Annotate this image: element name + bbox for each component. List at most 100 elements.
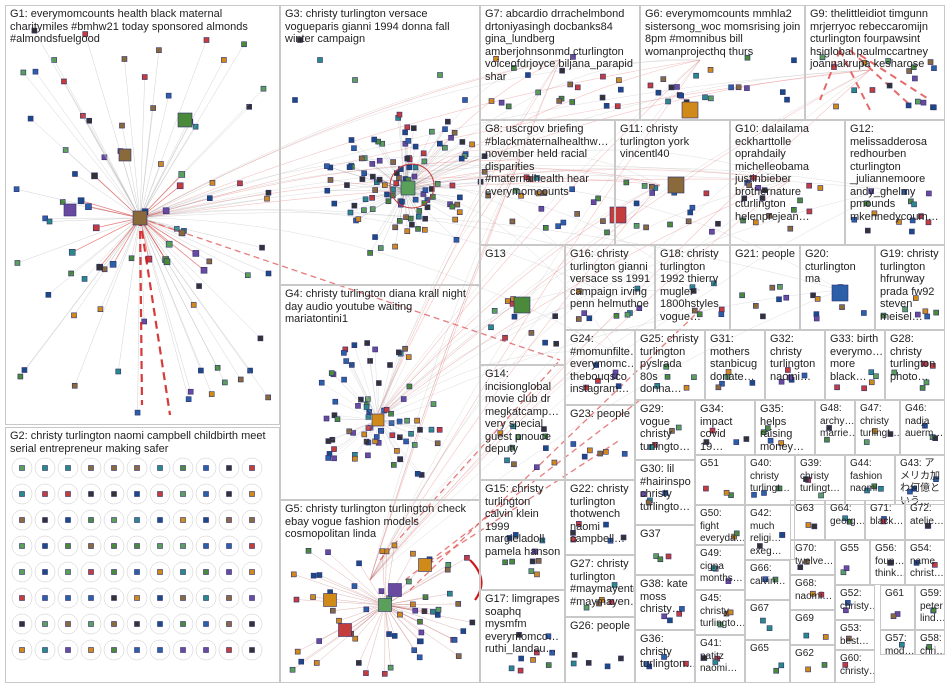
- node: [351, 145, 357, 151]
- node: [352, 455, 358, 462]
- group-panel-g21: G21: people: [730, 245, 800, 330]
- node: [864, 487, 870, 494]
- node: [541, 190, 548, 196]
- node: [469, 619, 476, 626]
- node: [513, 296, 531, 314]
- node: [597, 450, 603, 457]
- node: [88, 517, 94, 523]
- node: [19, 543, 25, 549]
- node-ring: [103, 535, 125, 557]
- node: [394, 448, 400, 454]
- node-ring: [149, 535, 171, 557]
- node: [797, 564, 804, 570]
- edge: [354, 345, 379, 421]
- edge: [404, 132, 455, 191]
- node: [863, 200, 870, 207]
- node: [323, 415, 330, 422]
- edge: [139, 59, 701, 219]
- node: [59, 199, 66, 205]
- node: [449, 182, 456, 189]
- node: [690, 288, 697, 294]
- node-ring: [11, 509, 33, 531]
- group-label: G69: [795, 613, 814, 624]
- group-label: G40: christy turlingt…: [750, 458, 791, 494]
- node: [118, 148, 132, 162]
- node: [32, 68, 39, 75]
- node: [178, 171, 186, 178]
- node: [341, 350, 347, 356]
- edge: [366, 343, 379, 421]
- node: [393, 180, 400, 187]
- node: [249, 465, 255, 471]
- group-panel-g37: G37: [635, 525, 695, 575]
- group-panel-g50: G50: fight everyda…: [695, 505, 745, 545]
- node: [42, 465, 48, 471]
- node: [693, 72, 699, 79]
- node: [506, 535, 513, 541]
- node: [402, 140, 409, 147]
- node: [317, 57, 323, 63]
- node: [723, 489, 730, 496]
- node: [613, 313, 620, 319]
- node: [913, 560, 920, 566]
- node: [392, 243, 398, 250]
- edge: [374, 59, 701, 421]
- group-label: G21: people: [735, 248, 795, 260]
- node: [634, 285, 641, 292]
- node-ring: [57, 509, 79, 531]
- group-panel-g3: G3: christy turlington versace voguepari…: [280, 5, 480, 285]
- node: [51, 57, 57, 63]
- edge: [331, 372, 379, 421]
- node: [776, 485, 783, 492]
- node: [237, 376, 244, 383]
- node: [761, 490, 767, 496]
- node: [328, 370, 335, 376]
- node: [355, 216, 362, 222]
- node: [535, 89, 541, 96]
- node: [718, 311, 725, 318]
- node: [715, 220, 721, 227]
- group-label: G8: uscrgov briefing #blackmaternalhealt…: [485, 123, 609, 198]
- node: [363, 670, 369, 676]
- node: [813, 315, 820, 322]
- edge: [369, 189, 891, 581]
- edge: [139, 39, 207, 219]
- node: [121, 56, 128, 62]
- node: [436, 426, 443, 433]
- node: [92, 224, 100, 232]
- node: [13, 186, 20, 192]
- edge: [378, 141, 406, 191]
- edge: [377, 356, 409, 421]
- node: [691, 307, 698, 314]
- node: [581, 310, 588, 316]
- node: [249, 569, 255, 575]
- edge: [404, 169, 791, 189]
- edge: [404, 149, 521, 189]
- node: [416, 654, 423, 661]
- node: [787, 225, 794, 232]
- node: [518, 192, 524, 199]
- node-ring: [218, 561, 240, 583]
- edge: [349, 166, 406, 191]
- edge: [374, 59, 701, 421]
- node: [198, 367, 204, 374]
- group-label: G70: twelve…: [795, 543, 834, 567]
- node: [42, 543, 48, 549]
- edge: [384, 604, 415, 651]
- node: [912, 75, 918, 82]
- edge: [404, 189, 425, 230]
- group-label: G61: [885, 588, 904, 599]
- node: [826, 425, 832, 431]
- group-panel-g66: G66: calvin…: [745, 560, 790, 600]
- node: [418, 558, 432, 572]
- node: [784, 96, 790, 103]
- node: [760, 313, 766, 320]
- node: [811, 523, 818, 530]
- node: [389, 432, 396, 439]
- group-label: G16: christy turlington gianni versace s…: [570, 248, 651, 310]
- edge: [377, 419, 421, 431]
- node: [77, 197, 85, 205]
- node-ring: [149, 561, 171, 583]
- edge: [374, 59, 561, 421]
- edge: [138, 217, 144, 406]
